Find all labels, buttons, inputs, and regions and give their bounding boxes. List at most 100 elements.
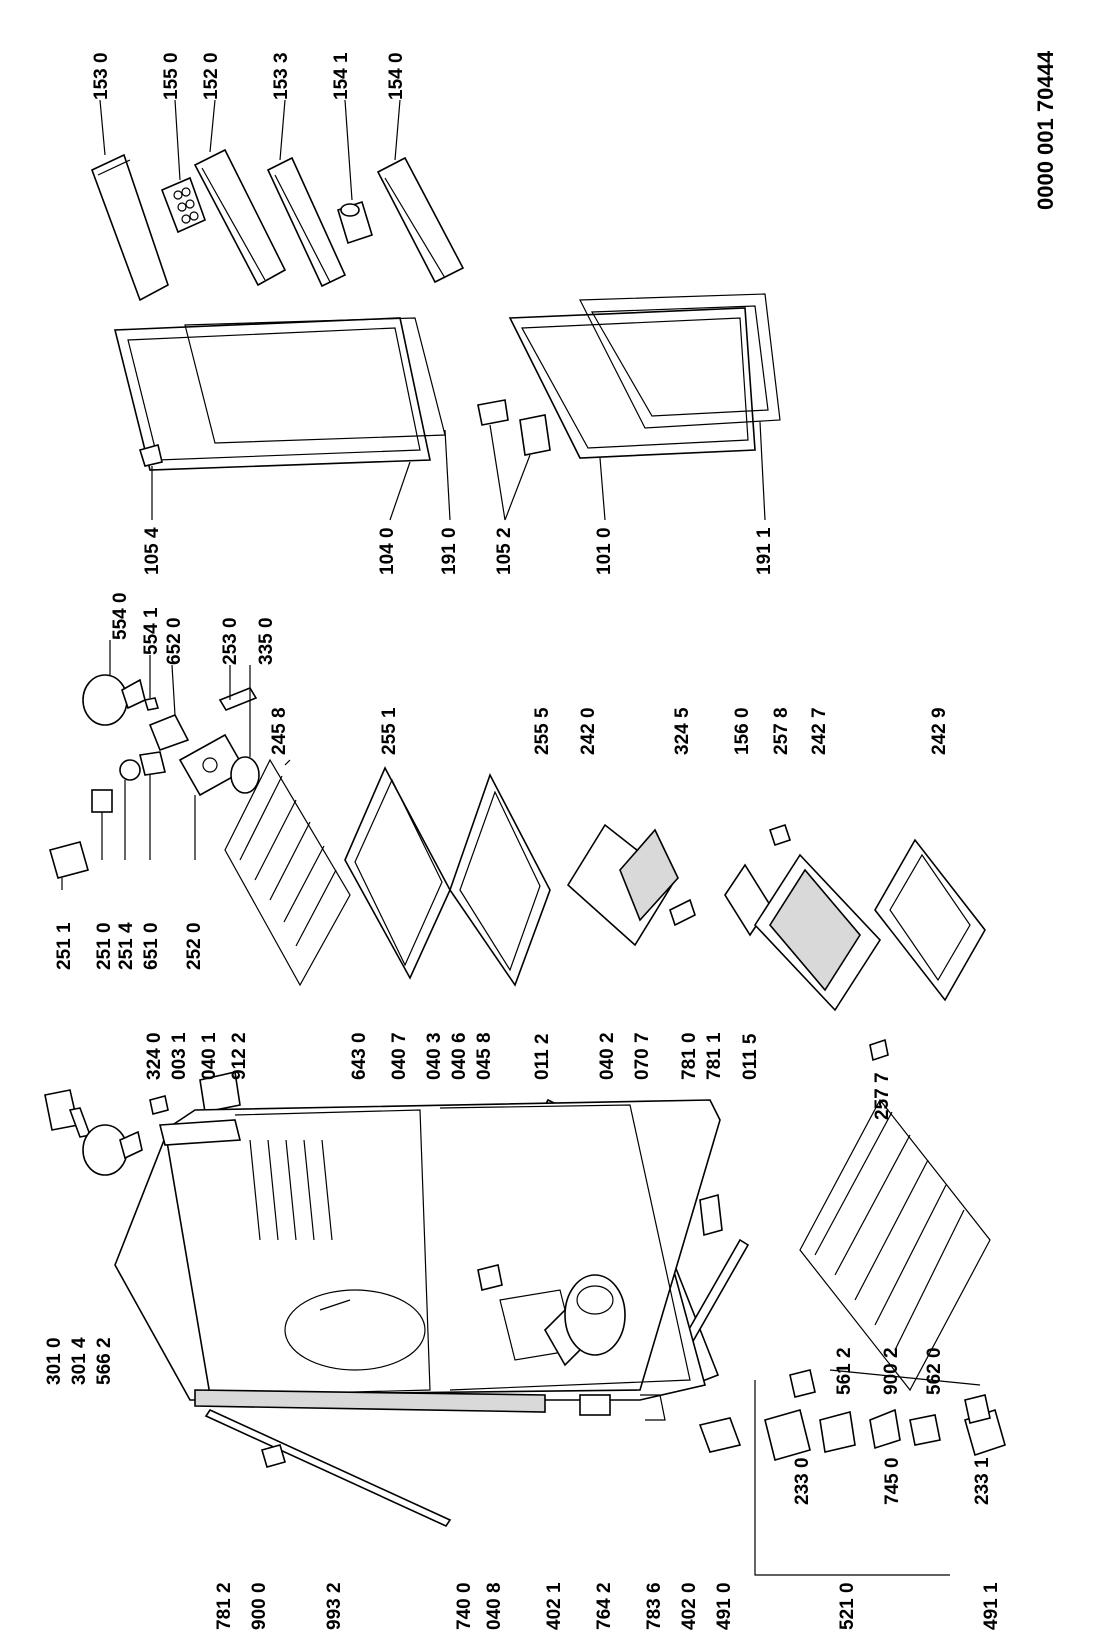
label-242-9: 242 9 [929,707,950,755]
label-251-0: 251 0 [94,922,115,970]
part-040-1 [199,1071,241,1113]
label-764-2: 764 2 [594,1582,615,1630]
wire-shelf-245-8 [224,758,351,987]
label-040-1: 040 1 [199,1032,220,1080]
label-070-7: 070 7 [632,1032,653,1080]
part-257-8 [768,823,792,847]
egg-tray-155-0 [160,99,207,234]
label-900-0: 900 0 [249,1582,270,1630]
lamp-holder-651-0 [139,751,166,860]
label-153-0: 153 0 [91,52,112,100]
part-253-0 [218,665,258,711]
label-253-0: 253 0 [220,617,241,665]
part-764-2 [579,1394,611,1416]
fridge-door-104-0 [113,317,431,521]
compressor-402-0 [564,1274,626,1356]
door-shelf-153-3 [266,99,347,288]
label-105-2: 105 2 [494,527,515,575]
door-shelf-154-0 [376,99,465,284]
label-781-0: 781 0 [679,1032,700,1080]
control-housing-252-0 [178,733,247,860]
label-233-0: 233 0 [792,1457,813,1505]
label-154-0: 154 0 [386,52,407,100]
part-251-1 [49,841,89,890]
part-233-1 [964,1394,991,1424]
label-781-2: 781 2 [214,1582,235,1630]
label-040-6: 040 6 [449,1032,470,1080]
thermostat-652-0 [148,664,190,752]
parts-box-521-0 [754,1380,950,1576]
label-040-7: 040 7 [389,1032,410,1080]
label-245-8: 245 8 [269,707,290,755]
fridge-door-gasket-191-0 [184,317,451,521]
label-040-8: 040 8 [484,1582,505,1630]
evaporator-003-1 [158,1119,242,1146]
label-900-2: 900 2 [881,1347,902,1395]
freezer-door-gasket-191-1 [579,293,781,521]
label-255-5: 255 5 [532,707,553,755]
glass-shelf-255-5 [449,772,551,987]
label-251-1: 251 1 [54,922,75,970]
label-643-0: 643 0 [349,1032,370,1080]
label-040-2: 040 2 [597,1032,618,1080]
label-781-1: 781 1 [704,1032,725,1080]
part-257-7 [869,1038,889,1062]
part-781-2 [204,1408,452,1528]
label-153-3: 153 3 [271,52,292,100]
hinge-105-2 [477,399,551,521]
part-324-5 [669,898,696,927]
label-105-4: 105 4 [142,527,163,575]
label-521-0: 521 0 [837,1582,858,1630]
bottle-holder-154-1 [337,99,373,245]
label-003-1: 003 1 [169,1032,190,1080]
label-040-3: 040 3 [424,1032,445,1080]
part-233-0 [789,1369,816,1398]
glass-shelf-255-1 [344,766,451,980]
label-301-0: 301 0 [44,1337,65,1385]
drawer-242-0 [566,823,679,947]
label-562-0: 562 0 [924,1347,945,1395]
knob-335-0 [230,665,260,794]
label-101-0: 101 0 [594,527,615,575]
cabinet-body [114,1099,721,1401]
label-257-8: 257 8 [771,707,792,755]
label-491-0: 491 0 [714,1582,735,1630]
part-251-0 [91,789,113,860]
door-shelf-152-0 [193,99,287,287]
hinge-105-4 [138,444,163,520]
door-shelf-153-0 [90,99,169,302]
label-491-1: 491 1 [981,1582,1002,1630]
label-402-1: 402 1 [544,1582,565,1630]
part-491-0 [698,1417,742,1453]
part-781-1 [699,1193,723,1237]
label-155-0: 155 0 [161,52,182,100]
label-233-1: 233 1 [972,1457,993,1505]
label-993-2: 993 2 [324,1582,345,1630]
label-242-0: 242 0 [578,707,599,755]
label-255-1: 255 1 [379,707,400,755]
label-554-1: 554 1 [141,607,162,655]
label-402-0: 402 0 [679,1582,700,1630]
condenser-740-0 [194,1389,546,1413]
label-301-4: 301 4 [69,1337,90,1385]
part-783-6 [640,1394,666,1421]
label-251-4: 251 4 [116,922,137,970]
label-191-1: 191 1 [754,527,775,575]
lamp-cover-566-2 [82,1124,143,1176]
label-652-0: 652 0 [164,617,185,665]
label-324-0: 324 0 [144,1032,165,1080]
part-324-0 [149,1095,169,1115]
label-156-0: 156 0 [732,707,753,755]
label-554-0: 554 0 [110,592,131,640]
label-257-7: 257 7 [872,1072,893,1120]
label-566-2: 566 2 [94,1337,115,1385]
freezer-drawer-242-9 [874,838,986,1002]
part-900-0 [261,1444,286,1468]
part-554-1 [143,655,160,711]
part-040-8 [477,1264,503,1291]
label-011-5: 011 5 [740,1033,761,1080]
label-152-0: 152 0 [201,52,222,100]
lamp-251-4 [119,759,141,860]
drain-993-2 [319,1299,351,1311]
